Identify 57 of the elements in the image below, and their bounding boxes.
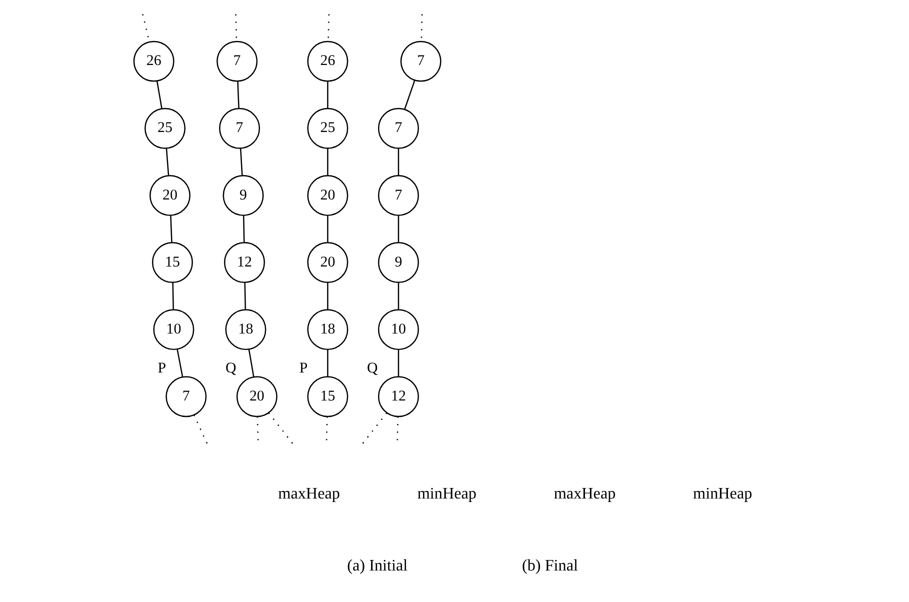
node-circle: 10	[152, 309, 194, 350]
connector	[404, 80, 415, 110]
node-circle: 12	[224, 242, 264, 283]
node-circle: 9	[378, 242, 418, 283]
node-circle: 12	[378, 376, 418, 418]
connector	[165, 148, 169, 176]
label: minHeap	[416, 486, 476, 503]
node-circle: 10	[378, 309, 418, 350]
node-label: Q	[224, 360, 236, 377]
connector	[397, 349, 399, 377]
node-circle: 7	[378, 174, 418, 216]
node-circle: 15	[151, 242, 192, 283]
connector	[170, 215, 172, 242]
node-circle: 7	[378, 108, 418, 149]
label: (a) Initial	[346, 558, 408, 575]
label: (b) Final	[522, 558, 578, 575]
connector	[326, 81, 328, 108]
node-circle: 18	[224, 309, 266, 350]
node-label: P	[298, 360, 308, 377]
node-circle: 20	[149, 174, 190, 216]
connector	[172, 282, 174, 310]
connector	[362, 412, 387, 444]
node-circle: 25	[306, 108, 348, 149]
connector	[176, 349, 183, 377]
node-circle: 7	[216, 40, 258, 82]
connector	[326, 349, 328, 377]
label: minHeap	[692, 486, 752, 503]
node-circle: 15	[306, 376, 348, 418]
node-circle: 7	[165, 376, 206, 418]
node-circle: 26	[132, 40, 174, 82]
node-circle: 20	[236, 376, 277, 418]
node-label: P	[157, 360, 166, 377]
connector	[397, 215, 399, 242]
connector	[192, 414, 208, 444]
connector	[326, 282, 328, 310]
connector	[240, 148, 242, 176]
connector	[326, 215, 328, 242]
connector	[242, 215, 244, 242]
label: maxHeap	[553, 486, 616, 503]
node-circle: 20	[306, 242, 348, 283]
connector	[236, 81, 239, 108]
connector	[397, 148, 399, 176]
node-circle: 7	[400, 40, 441, 82]
connector	[268, 412, 293, 444]
connector	[244, 282, 246, 310]
node-circle: 9	[222, 174, 264, 216]
node-circle: 18	[306, 309, 348, 350]
node-circle: 7	[218, 108, 260, 149]
label: maxHeap	[278, 486, 340, 503]
connector	[397, 282, 399, 310]
node-circle: 26	[306, 40, 348, 82]
connector	[156, 81, 162, 109]
node-circle: 25	[144, 108, 185, 149]
node-label: Q	[366, 360, 378, 377]
connector	[326, 148, 328, 176]
node-circle: 20	[306, 174, 348, 216]
connector	[248, 349, 254, 378]
